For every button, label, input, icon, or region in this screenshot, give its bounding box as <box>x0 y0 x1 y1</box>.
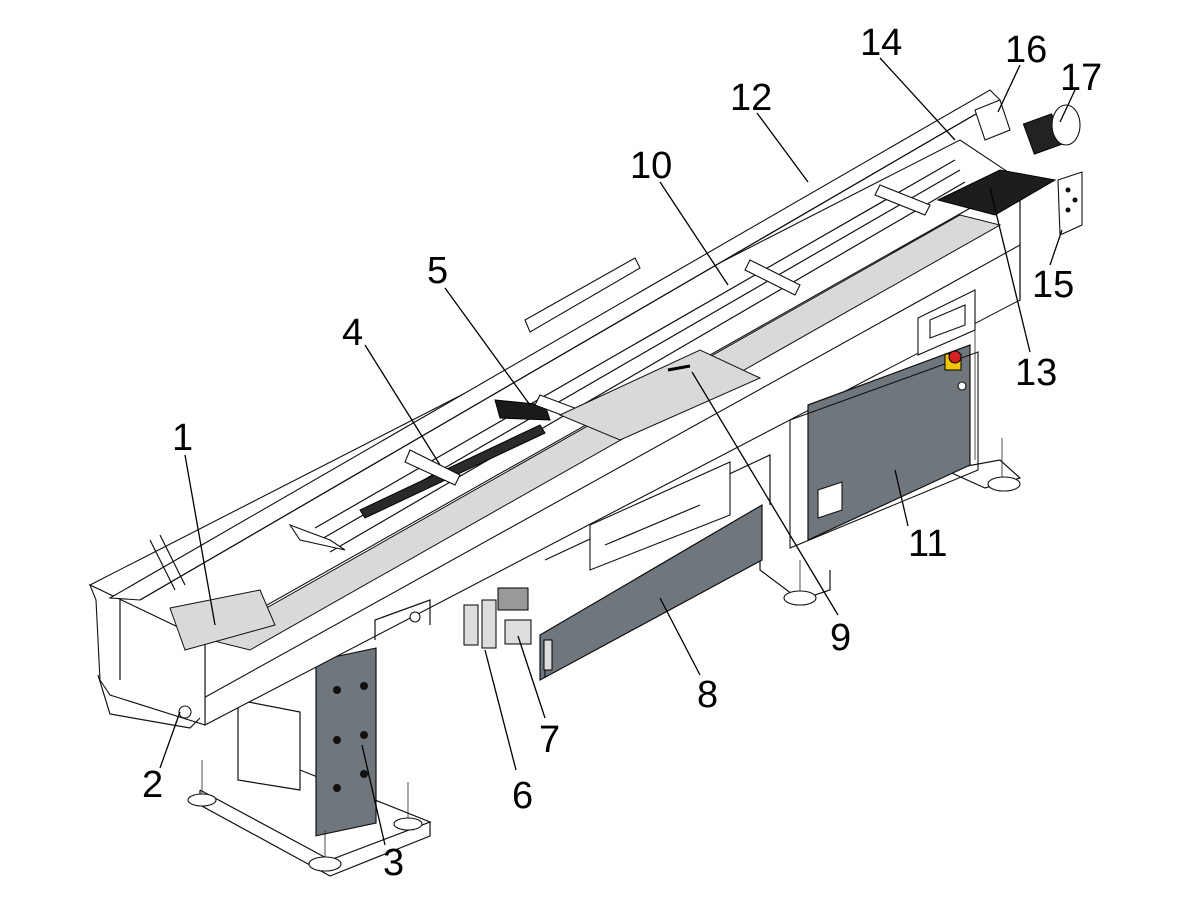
callout-4: 4 <box>342 312 363 354</box>
leader-12 <box>756 112 809 183</box>
leader-6 <box>484 649 517 771</box>
callout-11: 11 <box>908 523 947 565</box>
machine-drawing <box>88 89 1083 877</box>
right-stand <box>759 320 1022 606</box>
leader-13 <box>989 187 1031 353</box>
lid-handle <box>524 257 641 333</box>
cover-plate-1 <box>169 589 276 651</box>
front-cover-plate <box>539 503 763 682</box>
inner-drawer <box>589 461 731 571</box>
leader-7 <box>517 635 546 719</box>
leader-11 <box>894 469 909 527</box>
leader-5 <box>444 287 531 406</box>
leader-1 <box>184 454 216 626</box>
callout-8: 8 <box>697 674 718 716</box>
callout-2: 2 <box>142 764 163 806</box>
left-stand <box>187 647 432 877</box>
leader-2 <box>159 711 181 769</box>
leader-16 <box>997 64 1021 113</box>
callout-labels: 1 2 3 4 5 6 7 8 9 10 11 12 13 14 15 16 1… <box>142 22 1102 884</box>
callout-14: 14 <box>860 22 902 64</box>
callout-9: 9 <box>830 617 851 659</box>
leader-lines <box>159 57 1076 846</box>
callout-12: 12 <box>730 77 772 119</box>
leader-10 <box>659 181 729 286</box>
callout-5: 5 <box>427 250 448 292</box>
leader-15 <box>1049 229 1063 266</box>
callout-15: 15 <box>1032 264 1074 306</box>
callout-1: 1 <box>172 417 193 459</box>
emergency-stop-button <box>948 350 962 364</box>
callout-13: 13 <box>1015 352 1057 394</box>
center-cover-plate <box>558 349 762 441</box>
motor-endcap <box>1051 104 1081 146</box>
foot-left-2 <box>393 782 423 831</box>
pneumatic-unit <box>463 587 532 649</box>
control-pendant <box>1057 171 1083 236</box>
leader-9 <box>691 371 839 616</box>
callout-6: 6 <box>512 775 533 817</box>
foot-left-1 <box>187 760 217 807</box>
leader-8 <box>659 597 701 676</box>
foot-right-1 <box>783 560 817 606</box>
foot-right-2 <box>987 438 1021 492</box>
callout-7: 7 <box>539 719 560 761</box>
callout-10: 10 <box>630 145 672 187</box>
callout-16: 16 <box>1005 29 1047 71</box>
black-plate <box>936 169 1057 216</box>
callout-3: 3 <box>383 842 404 884</box>
right-end-assembly <box>974 99 1083 236</box>
leader-17 <box>1059 89 1076 123</box>
leader-3 <box>361 744 386 846</box>
leader-14 <box>879 57 956 141</box>
door-label <box>817 481 843 519</box>
callout-17: 17 <box>1060 57 1102 99</box>
left-leg-cover-plate <box>315 647 377 837</box>
cabinet-door <box>807 344 971 541</box>
leader-4 <box>364 344 441 466</box>
foot-left-3 <box>308 830 342 872</box>
